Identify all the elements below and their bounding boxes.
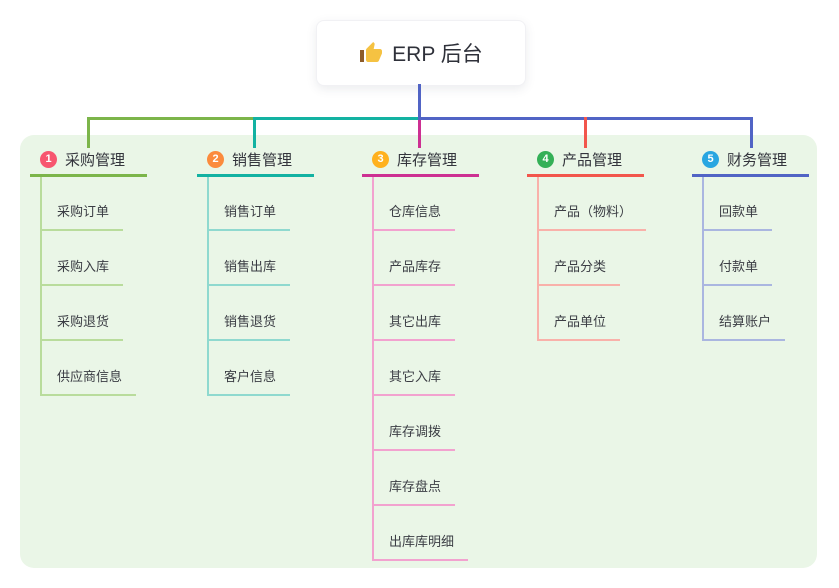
child-node[interactable]: 供应商信息 <box>40 368 137 396</box>
root-node[interactable]: ERP 后台 <box>316 20 526 86</box>
branches-panel-background <box>20 135 817 568</box>
child-node[interactable]: 采购退货 <box>40 313 124 341</box>
branch-underline <box>527 174 644 177</box>
priority-badge-icon: 4 <box>537 150 554 168</box>
branch-node[interactable]: 2 销售管理 <box>207 149 292 169</box>
connector-line <box>253 117 256 148</box>
priority-badge-icon: 1 <box>40 150 57 168</box>
branch-child-trunk <box>537 177 539 341</box>
child-node[interactable]: 产品（物料） <box>537 203 647 231</box>
child-node[interactable]: 销售出库 <box>207 258 291 286</box>
root-title: ERP 后台 <box>392 43 483 66</box>
child-node[interactable]: 库存盘点 <box>372 478 456 506</box>
branch-title: 采购管理 <box>65 151 126 169</box>
branch-child-trunk <box>372 177 374 561</box>
branch-node[interactable]: 1 采购管理 <box>40 149 125 169</box>
child-node[interactable]: 结算账户 <box>702 313 786 341</box>
connector-line <box>87 117 90 148</box>
child-node[interactable]: 付款单 <box>702 258 773 286</box>
branch-title: 产品管理 <box>562 151 623 169</box>
branch-node[interactable]: 3 库存管理 <box>372 149 457 169</box>
child-node[interactable]: 采购订单 <box>40 203 124 231</box>
branch-underline <box>362 174 479 177</box>
child-node[interactable]: 销售退货 <box>207 313 291 341</box>
thumbs-up-icon <box>359 41 383 65</box>
child-node[interactable]: 回款单 <box>702 203 773 231</box>
child-node[interactable]: 产品分类 <box>537 258 621 286</box>
connector-line <box>750 117 753 148</box>
child-node[interactable]: 库存调拨 <box>372 423 456 451</box>
priority-badge-icon: 3 <box>372 150 389 168</box>
child-node[interactable]: 出库库明细 <box>372 533 469 561</box>
branch-title: 财务管理 <box>727 151 788 169</box>
branch-node[interactable]: 4 产品管理 <box>537 149 622 169</box>
connector-line <box>87 117 253 120</box>
branch-child-trunk <box>207 177 209 396</box>
priority-badge-icon: 5 <box>702 150 719 168</box>
priority-badge-icon: 2 <box>207 150 224 168</box>
child-node[interactable]: 其它入库 <box>372 368 456 396</box>
branch-node[interactable]: 5 财务管理 <box>702 149 787 169</box>
child-node[interactable]: 销售订单 <box>207 203 291 231</box>
child-node[interactable]: 采购入库 <box>40 258 124 286</box>
branch-child-trunk <box>702 177 704 341</box>
branch-title: 库存管理 <box>397 151 458 169</box>
connector-line <box>418 84 421 117</box>
child-node[interactable]: 客户信息 <box>207 368 291 396</box>
child-node[interactable]: 产品库存 <box>372 258 456 286</box>
child-node[interactable]: 产品单位 <box>537 313 621 341</box>
branch-underline <box>692 174 809 177</box>
branch-underline <box>30 174 147 177</box>
connector-line <box>418 120 421 148</box>
connector-line <box>253 117 418 120</box>
branch-title: 销售管理 <box>232 151 293 169</box>
child-node[interactable]: 其它出库 <box>372 313 456 341</box>
child-node[interactable]: 仓库信息 <box>372 203 456 231</box>
branch-child-trunk <box>40 177 42 396</box>
branch-underline <box>197 174 314 177</box>
connector-line <box>584 117 587 148</box>
